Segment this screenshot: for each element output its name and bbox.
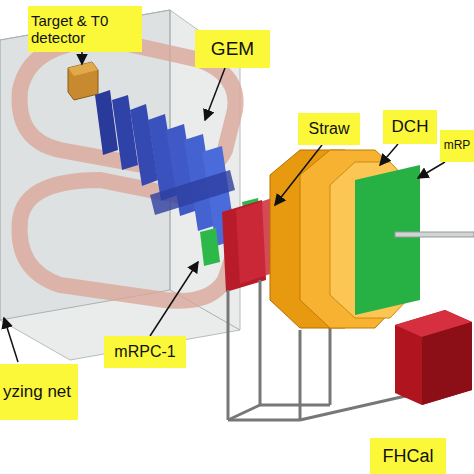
fhcal-block (395, 310, 472, 405)
label-text: Straw (309, 120, 350, 138)
label-text: Target & T0 detector (31, 12, 139, 47)
label-box: mRP (440, 130, 474, 162)
label-text: yzing net (3, 382, 71, 402)
label-box: Straw (298, 113, 360, 145)
mrpc2-plane (355, 165, 420, 315)
label-text: GEM (211, 38, 254, 60)
label-box: yzing net (0, 364, 78, 420)
target-box (68, 62, 98, 100)
label-box: FHCal (370, 438, 446, 474)
label-box: DCH (383, 110, 437, 144)
label-box: Target & T0 detector (28, 6, 142, 52)
label-box: GEM (195, 30, 270, 68)
label-text: DCH (392, 117, 429, 137)
straw-planes (222, 198, 276, 292)
gem-planes (95, 90, 236, 246)
leader-arrow (4, 52, 445, 362)
label-box: mRPC-1 (104, 336, 186, 368)
label-text: mRPC-1 (114, 343, 175, 361)
label-text: FHCal (382, 446, 433, 467)
label-text: mRP (444, 139, 471, 153)
magnet-coil (20, 40, 236, 301)
beam-pipe (395, 232, 474, 237)
